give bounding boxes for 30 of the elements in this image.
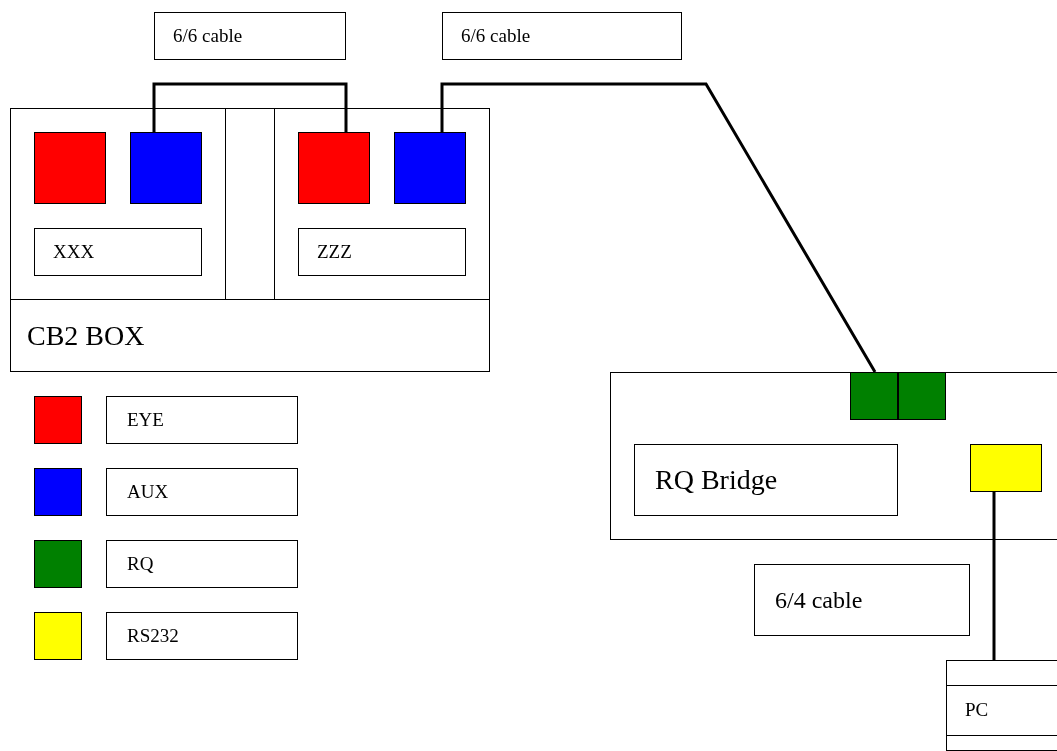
port-square [898,372,946,420]
port-square [850,372,898,420]
device-label: RQ Bridge [655,463,778,497]
cable-label: 6/6 cable [173,23,243,48]
module-label: ZZZ [317,239,352,264]
cable-line [440,82,877,373]
device-box [946,660,1057,751]
label-box [298,228,466,276]
cable-label: 6/4 cable [775,586,863,615]
label-box [442,12,682,60]
port-square [970,444,1042,492]
cable-line [152,82,348,132]
device-box [610,372,1057,540]
cable-line [992,492,996,660]
legend-label: RS232 [106,612,298,660]
port-square [130,132,202,204]
port-square [34,132,106,204]
device-label: PC [947,685,1057,736]
legend-label: EYE [106,396,298,444]
label-box [754,564,970,636]
port-square [394,132,466,204]
module-label: XXX [53,239,95,264]
label-box [34,228,202,276]
legend-label: RQ [106,540,298,588]
device-box [10,108,490,372]
label-box [634,444,898,516]
legend-label: AUX [106,468,298,516]
cable-label: 6/6 cable [461,23,531,48]
port-square [298,132,370,204]
label-box [154,12,346,60]
